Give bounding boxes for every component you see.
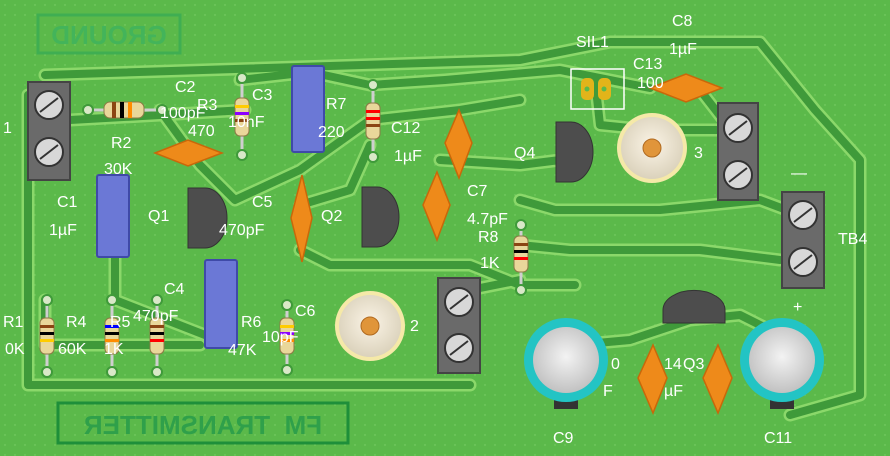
label-c14-value-tail: µF: [664, 383, 683, 400]
label-r4: R4: [66, 314, 87, 331]
ceramic-cap-c12: [444, 108, 473, 181]
electrolytic-c11: [740, 318, 824, 409]
label-c3: C3: [252, 87, 273, 104]
terminal-block-center: [437, 277, 481, 374]
ground-text: GROUND: [51, 20, 167, 50]
label-r5-value: 1K: [104, 341, 124, 358]
ceramic-cap-c14: [702, 343, 733, 415]
label-c4-value: 470pF: [133, 308, 179, 325]
label-q2: Q2: [321, 208, 342, 225]
label-tb4-plus: +: [793, 299, 802, 316]
terminal-block-tb3: [717, 102, 759, 201]
label-r3-value: 470: [188, 123, 215, 140]
label-r1: R1: [3, 314, 24, 331]
coil-l2: [335, 291, 405, 361]
label-c13-value: 100: [637, 75, 664, 92]
resistor-r2-body: [88, 101, 162, 119]
label-c2-value: 100pF: [160, 105, 206, 122]
label-r6-value: 47K: [228, 342, 257, 359]
transistors: [187, 121, 726, 324]
label-r4-value: 60K: [58, 341, 87, 358]
resistor-r3-body: [234, 78, 250, 155]
label-tb3-tail: 3: [694, 145, 703, 162]
label-c8: C8: [672, 13, 693, 30]
label-r5: R5: [110, 314, 131, 331]
label-q4: Q4: [514, 145, 535, 162]
label-c2: C2: [175, 79, 196, 96]
label-c12-value: 1µF: [394, 148, 422, 165]
ceramic-cap-c8: [647, 73, 725, 103]
resistor-r1-body: [39, 300, 55, 372]
label-c11: C11: [764, 430, 792, 447]
film-cap-c1: [96, 174, 130, 258]
label-q3: Q3: [683, 356, 704, 373]
label-c13: C13: [633, 56, 662, 73]
label-c4: C4: [164, 281, 185, 298]
label-c7-value: 4.7pF: [467, 211, 508, 228]
label-r7: R7: [326, 96, 347, 113]
label-c3-value: 10nF: [228, 114, 265, 131]
label-c9: C9: [553, 430, 574, 447]
resistor-r8-body: [513, 225, 529, 290]
label-c7: C7: [467, 183, 488, 200]
title-silkscreen: FM TRANSMITTER: [56, 401, 350, 445]
ceramic-cap-c5: [290, 174, 313, 263]
transistor-q2: [361, 186, 400, 248]
label-c1: C1: [57, 194, 78, 211]
label-tb4-minus: —: [791, 165, 807, 182]
electrolytic-c9: [524, 318, 608, 409]
label-c6: C6: [295, 303, 316, 320]
component-labels: C2 100pF R3 470 C3 10nF R7 220 R2 30K C1…: [3, 13, 867, 447]
film-cap-c4: [204, 259, 238, 349]
label-r8-value: 1K: [480, 255, 500, 272]
ground-silkscreen: GROUND: [36, 13, 182, 55]
solder-pads: [41, 72, 527, 378]
label-r8: R8: [478, 229, 499, 246]
label-c5: C5: [252, 194, 273, 211]
label-q1: Q1: [148, 208, 169, 225]
transistor-q3: [662, 289, 726, 324]
label-c14-tail: 14: [664, 356, 682, 373]
label-r2: R2: [111, 135, 132, 152]
label-l2-tail: 2: [410, 318, 419, 335]
sil1-header: [570, 68, 625, 110]
label-r1-value: 0K: [5, 341, 25, 358]
transistor-q4: [555, 121, 594, 183]
label-r6: R6: [241, 314, 262, 331]
label-c1-value: 1µF: [49, 222, 77, 239]
resistor-r5-body: [149, 300, 165, 372]
ceramic-cap-c10: [637, 343, 668, 415]
ceramic-capacitors: [152, 73, 733, 415]
label-sil1: SIL1: [576, 34, 609, 51]
terminal-block-tb1: [27, 81, 71, 181]
resistor-r6-body: [279, 305, 295, 370]
resistor-r7-body: [365, 85, 381, 157]
label-c8-value: 1µF: [669, 41, 697, 58]
label-c10-value-tail: F: [603, 383, 613, 400]
transistor-q1: [187, 187, 228, 249]
film-cap-r7-area: [291, 65, 325, 153]
resistor-r4-body: [104, 300, 120, 372]
label-tb4: TB4: [838, 231, 867, 248]
ceramic-cap-c7: [422, 170, 451, 243]
label-r3: R3: [197, 97, 218, 114]
label-r2-value: 30K: [104, 161, 133, 178]
label-c6-value: 10pF: [262, 329, 299, 346]
film-capacitors: [96, 65, 325, 349]
title-text: FM TRANSMITTER: [84, 410, 323, 440]
label-c5-value: 470pF: [219, 222, 265, 239]
label-c12: C12: [391, 120, 420, 137]
label-tb1-tail: 1: [3, 120, 12, 137]
label-r7-value: 220: [318, 124, 345, 141]
label-c10-tail: 0: [611, 356, 620, 373]
terminal-block-tb4: [781, 191, 825, 289]
coil-l3: [617, 113, 687, 183]
ceramic-cap-c2: [152, 139, 225, 167]
